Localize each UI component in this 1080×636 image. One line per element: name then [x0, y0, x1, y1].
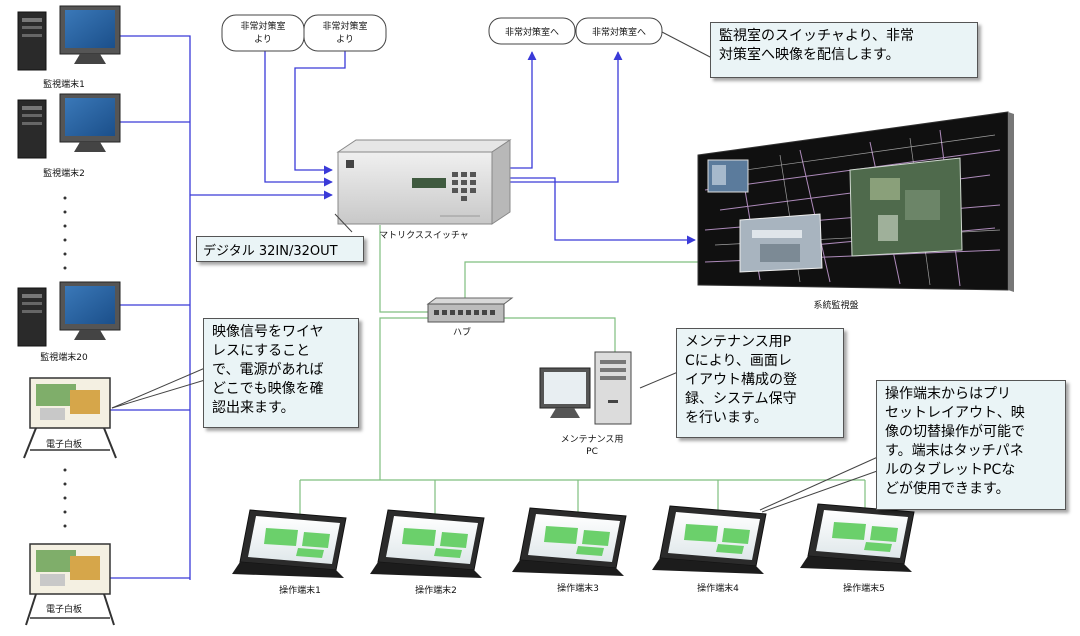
operation-terminal-1: 操作端末1	[232, 509, 347, 596]
callout-pointer-maintenance	[639, 371, 679, 389]
whiteboard-2-label: 電子白板	[46, 603, 82, 615]
wireless-callout: 映像信号をワイヤ レスにすること で、電源があれば どこでも映像を確 認出来ます…	[203, 318, 359, 428]
input-pill-2-line1: 非常対策室	[322, 20, 367, 32]
callout-pointer-digital	[334, 213, 353, 233]
maintenance-callout: メンテナンス用P Cにより、画面レ イアウト構成の登 録、システム保守 を行いま…	[676, 328, 844, 438]
operation-terminal-2-label: 操作端末2	[415, 584, 457, 596]
operation-terminal-3-label: 操作端末3	[557, 582, 599, 594]
matrix-switcher-label: マトリクススイッチャ	[379, 230, 469, 241]
callout-pointer-wireless-a	[111, 367, 206, 409]
input-pill-2: 非常対策室 より	[303, 14, 387, 52]
video-wall: 系統監視盤	[697, 111, 1014, 311]
output-pill-2-label: 非常対策室へ	[592, 26, 646, 38]
whiteboard-1-label: 電子白板	[46, 438, 82, 450]
operation-terminal-4: 操作端末4	[652, 505, 767, 594]
operation-terminal-5-label: 操作端末5	[843, 582, 885, 594]
operation-terminal-1-label: 操作端末1	[279, 584, 321, 596]
digital-spec-box: デジタル 32IN/32OUT	[196, 236, 364, 262]
monitor-terminal-20-label: 監視端末20	[40, 351, 88, 363]
callout-pointer-operation-a	[759, 455, 881, 511]
monitor-terminal-2: 監視端末2	[17, 93, 121, 179]
operation-terminal-4-label: 操作端末4	[697, 582, 739, 594]
monitor-terminal-2-label: 監視端末2	[43, 167, 85, 179]
output-pill-1: 非常対策室へ	[488, 17, 576, 45]
ellipsis-dots	[63, 196, 67, 528]
matrix-switcher: マトリクススイッチャ	[336, 139, 512, 241]
network-hub: ハブ	[426, 297, 514, 338]
whiteboard-1: 電子白板	[23, 377, 117, 459]
input-pill-1-line1: 非常対策室	[240, 20, 285, 32]
callout-pointer-operation-b	[761, 469, 881, 513]
operation-terminal-2: 操作端末2	[370, 509, 485, 596]
hub-label: ハブ	[453, 326, 471, 338]
video-lines	[110, 35, 696, 580]
callout-pointer-distribution	[661, 31, 713, 59]
monitor-terminal-1: 監視端末1	[17, 5, 121, 90]
operation-terminal-5: 操作端末5	[800, 503, 915, 594]
operation-terminal-3: 操作端末3	[512, 507, 627, 594]
whiteboard-2: 電子白板	[25, 543, 115, 626]
output-pill-2: 非常対策室へ	[575, 17, 663, 45]
output-pill-1-label: 非常対策室へ	[505, 26, 559, 38]
operation-callout: 操作端末からはプリ セットレイアウト、映 像の切替操作が可能で す。端末はタッチ…	[876, 380, 1066, 510]
callout-pointer-wireless-b	[111, 379, 206, 409]
input-pill-1-line2: より	[254, 34, 272, 45]
monitor-terminal-20: 監視端末20	[17, 281, 121, 363]
input-pill-2-line2: より	[336, 34, 354, 45]
network-lines	[299, 225, 866, 530]
maintenance-pc-label-line2: PC	[586, 447, 598, 457]
distribution-callout: 監視室のスイッチャより、非常 対策室へ映像を配信します。	[710, 22, 978, 78]
maintenance-pc-label-line1: メンテナンス用	[561, 434, 624, 445]
video-wall-label: 系統監視盤	[813, 299, 858, 311]
monitor-terminal-1-label: 監視端末1	[43, 78, 85, 90]
maintenance-pc: メンテナンス用 PC	[539, 351, 632, 457]
input-pill-1: 非常対策室 より	[221, 14, 305, 52]
